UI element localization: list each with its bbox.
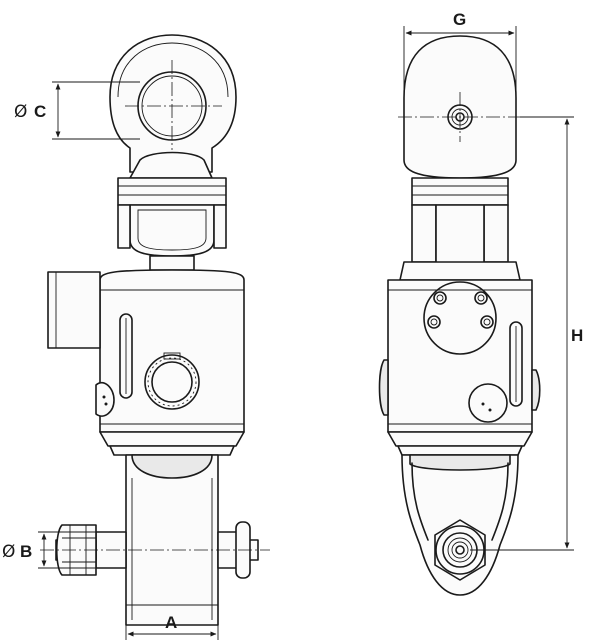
dimension-h: H [470,116,583,551]
main-body [47,269,245,433]
side-neck [399,177,521,281]
side-top-eye [398,35,560,179]
side-lower-lug [401,454,519,596]
dimension-a: A [125,600,219,640]
dimension-a-label: A [165,613,177,632]
pin-assembly [40,521,270,579]
dimension-c-diameter-symbol: Ø [14,102,27,122]
dimension-c: Ø C [14,81,140,140]
side-main-body [378,279,541,433]
dimension-g-label: G [453,10,466,29]
dimension-b-label: B [20,542,32,561]
dimension-c-label: C [34,102,46,121]
side-view: G H [378,10,583,596]
dimension-h-label: H [571,326,583,345]
front-view: Ø C Ø B A [2,34,270,640]
dimension-b: Ø B [2,531,96,569]
base-collar [99,431,245,456]
dimension-g: G [403,10,517,95]
neck [117,177,227,271]
top-eye [109,34,237,179]
dimension-b-diameter-symbol: Ø [2,542,15,562]
bottom-fork [125,454,219,626]
side-base-collar [387,431,533,456]
